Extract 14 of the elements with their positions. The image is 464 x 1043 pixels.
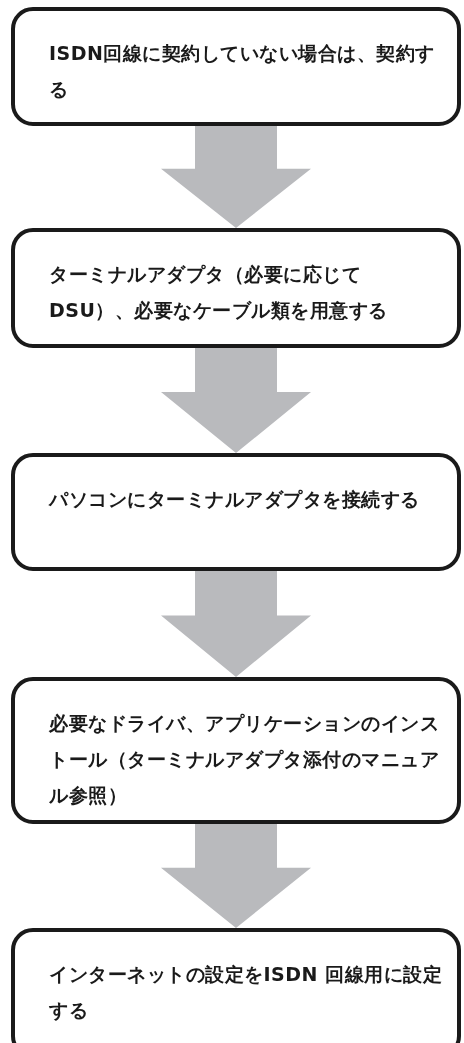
process-box bbox=[11, 7, 461, 126]
step-text: パソコンにターミナルアダプタを接続する bbox=[49, 487, 421, 512]
process-box bbox=[11, 228, 461, 348]
arrow bbox=[161, 348, 311, 453]
arrow bbox=[161, 824, 311, 928]
process-box bbox=[11, 928, 461, 1043]
arrow bbox=[161, 571, 311, 677]
step-text: ISDN回線に契約していない場合は、契約する bbox=[49, 41, 436, 102]
process-box bbox=[11, 677, 461, 824]
arrow bbox=[161, 126, 311, 228]
step-text: 必要なドライバ、アプリケーションのインストール（ターミナルアダプタ添付のマニュアル参照） bbox=[49, 711, 440, 808]
process-box bbox=[11, 453, 461, 571]
step-text: ターミナルアダプタ（必要に応じてDSU）、必要なケーブル類を用意する bbox=[49, 262, 389, 323]
step-text: インターネットの設定をISDN 回線用に設定する bbox=[49, 962, 444, 1023]
